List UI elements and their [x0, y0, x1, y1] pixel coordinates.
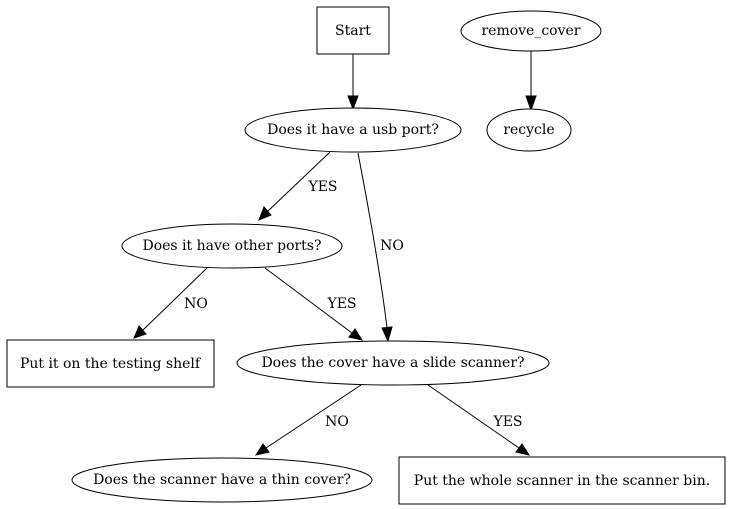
edge-label-slide-yes: YES — [492, 414, 522, 430]
edge-label-usb-yes: YES — [307, 179, 337, 195]
edge-label-usb-no: NO — [380, 238, 404, 254]
node-scanner-bin-label: Put the whole scanner in the scanner bin… — [414, 473, 710, 489]
node-usb-port-question-label: Does it have a usb port? — [267, 122, 439, 138]
node-start-label: Start — [335, 23, 371, 39]
edge-usb-to-slide-scanner-no — [357, 152, 393, 343]
node-slide-scanner-question-label: Does the cover have a slide scanner? — [261, 355, 524, 371]
edge-usb-to-other-ports-yes — [258, 151, 331, 221]
node-testing-shelf: Put it on the testing shelf — [6, 339, 215, 388]
edge-label-slide-no: NO — [325, 414, 349, 430]
node-other-ports-question-label: Does it have other ports? — [142, 238, 321, 254]
node-thin-cover-question: Does the scanner have a thin cover? — [71, 457, 373, 503]
node-recycle-label: recycle — [503, 122, 554, 138]
node-recycle: recycle — [486, 108, 572, 152]
node-slide-scanner-question: Does the cover have a slide scanner? — [236, 340, 550, 386]
node-scanner-bin: Put the whole scanner in the scanner bin… — [398, 456, 726, 505]
edge-label-other-yes: YES — [326, 296, 356, 312]
edge-remove-cover-to-recycle — [525, 50, 537, 112]
node-start: Start — [316, 6, 390, 55]
node-other-ports-question: Does it have other ports? — [121, 223, 343, 269]
edge-slide-scanner-to-thin-cover-no — [254, 384, 362, 456]
node-thin-cover-question-label: Does the scanner have a thin cover? — [93, 472, 351, 488]
node-remove-cover-label: remove_cover — [481, 23, 580, 39]
edge-other-ports-to-slide-scanner-yes — [264, 267, 364, 341]
edge-other-ports-to-testing-shelf-no — [133, 267, 208, 339]
edge-start-to-usb — [347, 54, 359, 111]
node-testing-shelf-label: Put it on the testing shelf — [20, 356, 202, 372]
node-remove-cover: remove_cover — [460, 10, 602, 52]
edge-label-other-no: NO — [184, 296, 208, 312]
edge-slide-scanner-to-scanner-bin-yes — [427, 384, 531, 456]
node-usb-port-question: Does it have a usb port? — [244, 107, 462, 153]
